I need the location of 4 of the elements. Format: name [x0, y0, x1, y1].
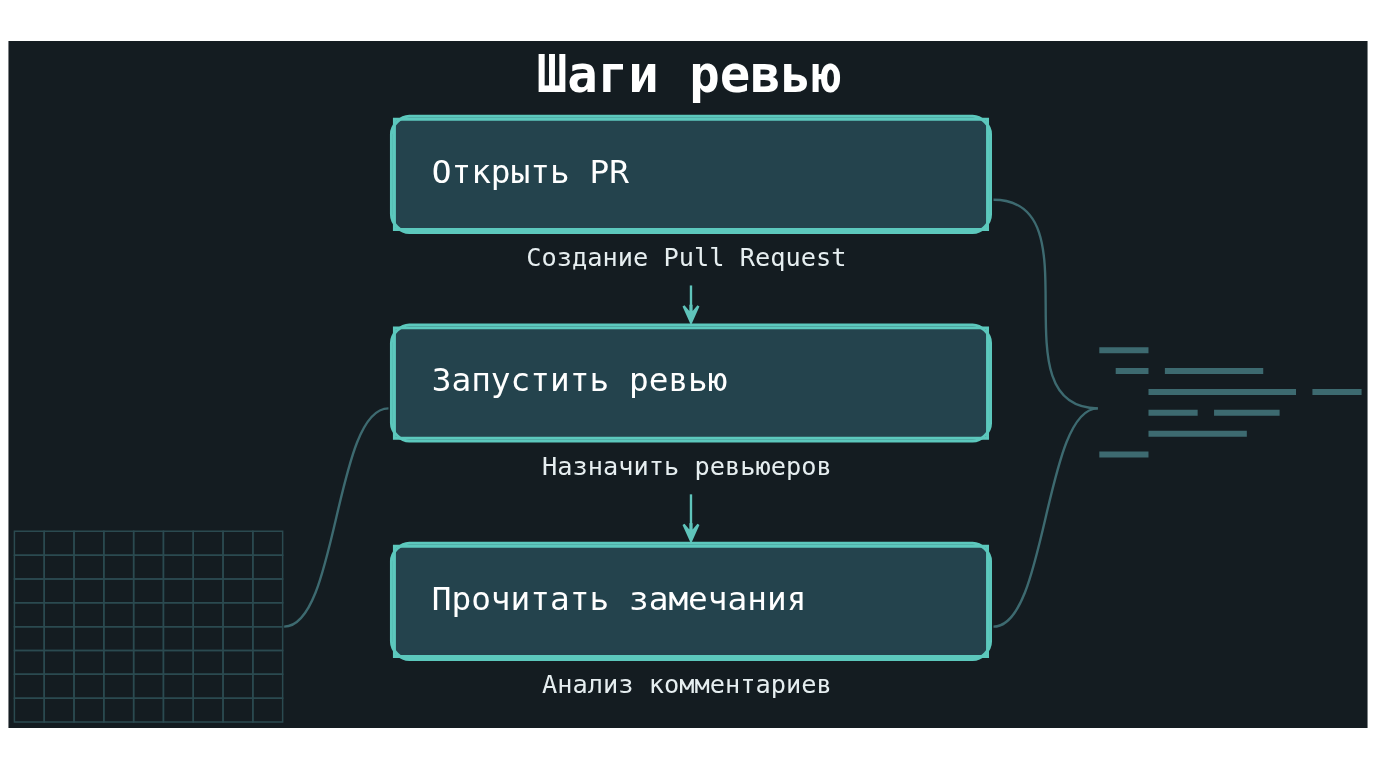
node-label: Назначить ревьюеров	[541, 450, 832, 481]
diagram-title: Шаги ревью	[536, 44, 842, 104]
node-label: Анализ комментариев	[541, 668, 832, 699]
node-label: Создание Pull Request	[526, 241, 847, 272]
